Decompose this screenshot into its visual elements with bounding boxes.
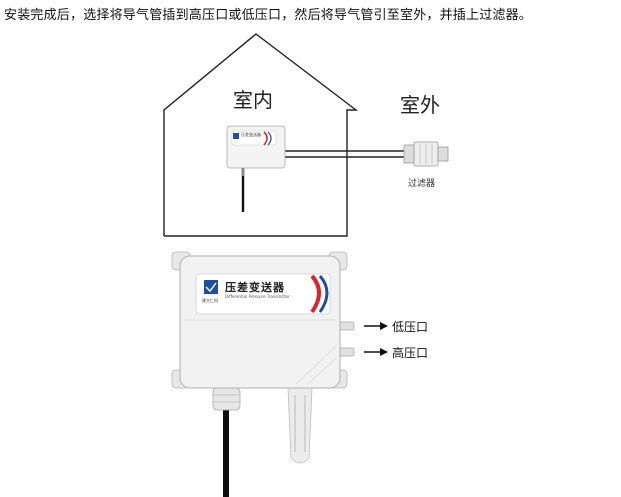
high-pressure-port-label: 高压口 <box>392 346 429 360</box>
air-tubes <box>282 150 412 158</box>
filter-label: 过滤器 <box>408 179 436 189</box>
small-device-name: 压差变送器 <box>241 132 261 137</box>
instruction-text: 安装完成后，选择将导气管插到高压口或低压口，然后将导气管引至室外，并插上过滤器。 <box>4 8 533 23</box>
port-arrows <box>364 322 388 356</box>
transmitter-device <box>171 251 355 497</box>
house-outline <box>163 33 359 237</box>
small-transmitter <box>226 125 286 212</box>
low-pressure-port-label: 低压口 <box>392 320 429 334</box>
outdoor-label: 室外 <box>400 93 440 117</box>
device-subtitle: Differential Pressure Transmitter <box>225 294 290 299</box>
filter-icon <box>403 141 449 167</box>
device-name: 压差变送器 <box>225 281 285 294</box>
indoor-label: 室内 <box>233 88 273 112</box>
brand-name: 建大仁科 <box>202 298 218 303</box>
